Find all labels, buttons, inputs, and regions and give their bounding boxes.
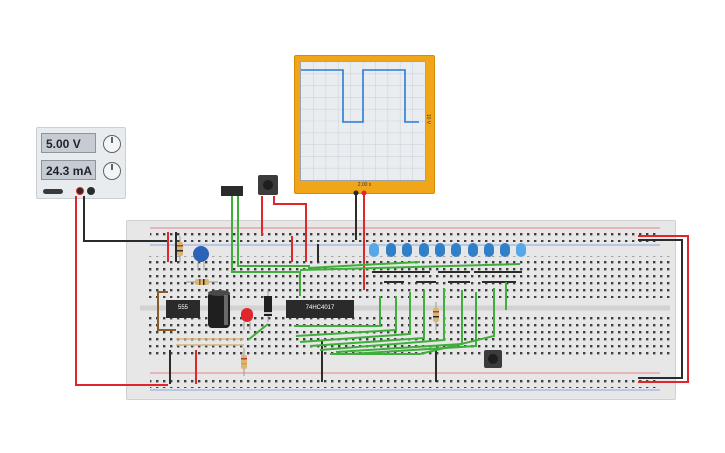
wire-psu-positive[interactable] — [75, 196, 168, 386]
voltage-knob[interactable] — [103, 135, 121, 153]
voltage-display: 5.00 V — [41, 133, 96, 153]
power-supply[interactable]: 5.00 V 24.3 mA — [36, 127, 126, 199]
current-knob[interactable] — [103, 162, 121, 180]
push-button-2[interactable] — [484, 350, 502, 368]
wire-rail-red[interactable] — [638, 235, 689, 383]
wire-psu-negative[interactable] — [83, 196, 168, 242]
power-switch[interactable] — [43, 189, 63, 194]
red-led[interactable] — [241, 308, 253, 330]
resistor-1[interactable] — [177, 236, 183, 262]
oscilloscope-screen — [300, 61, 426, 181]
blue-led-row[interactable] — [369, 243, 526, 257]
square-wave-trace — [301, 69, 419, 123]
ic-555[interactable]: 555 — [166, 300, 200, 318]
bottom-power-rail — [150, 376, 660, 388]
diode[interactable] — [264, 290, 272, 322]
oscilloscope-grid — [301, 62, 425, 180]
ceramic-capacitor[interactable] — [193, 246, 209, 270]
positive-terminal[interactable] — [76, 187, 84, 195]
oscilloscope[interactable]: 10 V 2.00 s — [294, 55, 435, 194]
resistor-2[interactable] — [186, 279, 218, 285]
ic-74hc4017[interactable]: 74HC4017 — [286, 300, 354, 318]
oscilloscope-time-division: 2.00 s — [357, 182, 372, 188]
resistor-3[interactable] — [241, 348, 247, 376]
electrolytic-capacitor[interactable] — [208, 290, 230, 328]
resistor-4[interactable] — [433, 302, 439, 330]
wire-rail-black[interactable] — [638, 239, 683, 379]
slide-switch[interactable] — [221, 186, 243, 196]
top-power-rail — [150, 230, 660, 242]
negative-terminal[interactable] — [87, 187, 95, 195]
current-display: 24.3 mA — [41, 160, 96, 180]
